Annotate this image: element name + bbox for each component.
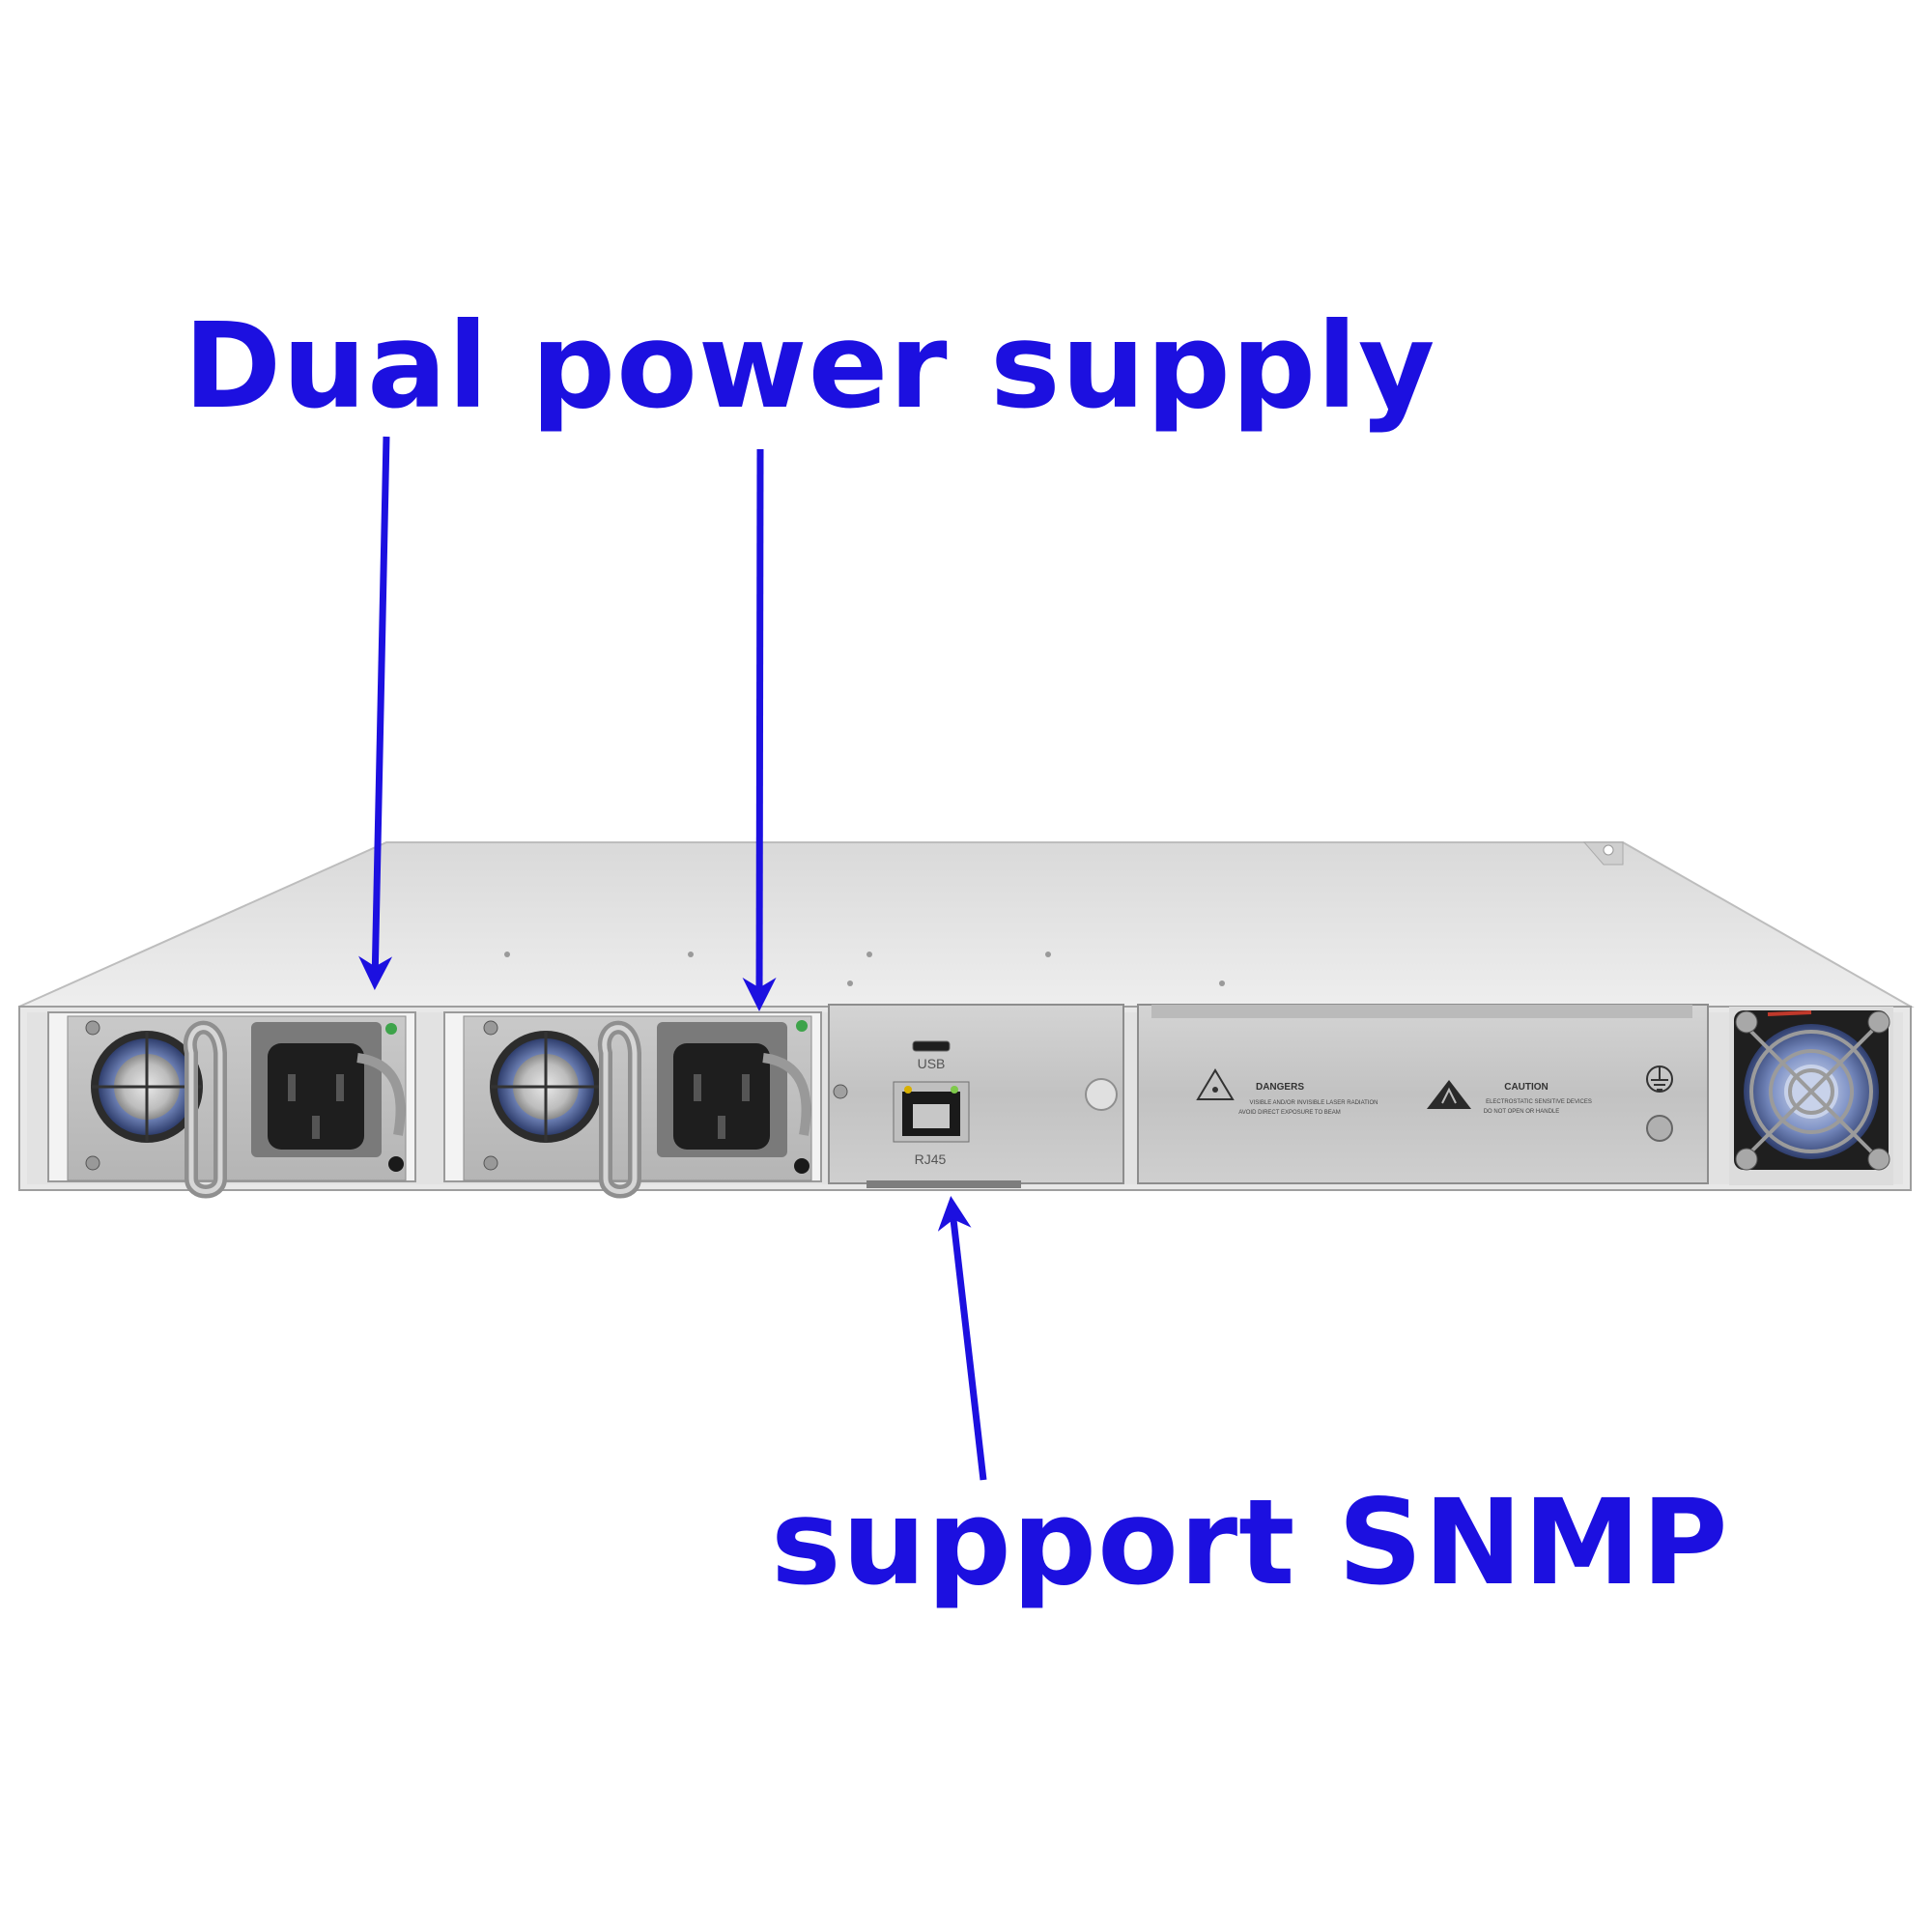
screw-icon	[483, 1155, 498, 1171]
screw-icon	[483, 1020, 498, 1036]
psu-handle-2	[597, 1020, 641, 1199]
led-icon	[385, 1023, 397, 1035]
power-socket-icon	[657, 1022, 787, 1157]
management-panel: USB RJ45	[828, 1004, 1124, 1188]
exhaust-fan	[1729, 1007, 1893, 1185]
support-snmp-callout: support SNMP	[771, 1474, 1729, 1611]
screw-icon	[1735, 1010, 1758, 1034]
dual-power-supply-callout: Dual power supply	[184, 298, 1436, 435]
screw-icon	[85, 1155, 100, 1171]
arrow-icon	[358, 436, 393, 990]
ground-icon	[1646, 1065, 1673, 1093]
esd-warning-icon	[1427, 1080, 1471, 1109]
thumbscrew-icon	[1085, 1078, 1118, 1111]
screw-icon	[1867, 1010, 1890, 1034]
dangers-title: DANGERS	[1256, 1082, 1304, 1093]
power-supply-module-1	[47, 1011, 416, 1199]
caution-title: CAUTION	[1504, 1082, 1548, 1093]
caution-line-2: DO NOT OPEN OR HANDLE	[1484, 1109, 1560, 1115]
usb-port[interactable]	[912, 1040, 951, 1052]
screw-icon	[1867, 1148, 1890, 1171]
screw-icon	[833, 1084, 848, 1099]
psu-handle-1	[183, 1020, 227, 1199]
fan-guard-icon	[1748, 1029, 1874, 1154]
warning-label-panel: DANGERS VISIBLE AND/OR INVISIBLE LASER R…	[1137, 1004, 1709, 1184]
caution-line-1: ELECTROSTATIC SENSITIVE DEVICES	[1486, 1099, 1592, 1105]
led-icon	[796, 1020, 808, 1032]
power-supply-module-2	[443, 1011, 822, 1199]
fan-icon	[490, 1031, 602, 1143]
fan-icon	[91, 1031, 203, 1143]
rj45-label: RJ45	[915, 1151, 947, 1167]
arrow-icon	[742, 448, 777, 1011]
screw-icon	[1735, 1148, 1758, 1171]
screw-icon	[85, 1020, 100, 1036]
ground-screw-icon	[1646, 1115, 1673, 1142]
power-socket-icon	[251, 1022, 382, 1157]
arrow-icon	[937, 1196, 987, 1481]
callout-arrows	[358, 436, 987, 1481]
laser-warning-icon	[1196, 1068, 1235, 1100]
chassis-top	[18, 841, 1915, 1008]
dangers-line-1: VISIBLE AND/OR INVISIBLE LASER RADIATION	[1250, 1100, 1378, 1106]
rj45-port[interactable]	[893, 1081, 970, 1143]
dangers-line-2: AVOID DIRECT EXPOSURE TO BEAM	[1238, 1110, 1341, 1116]
usb-label: USB	[918, 1056, 946, 1071]
